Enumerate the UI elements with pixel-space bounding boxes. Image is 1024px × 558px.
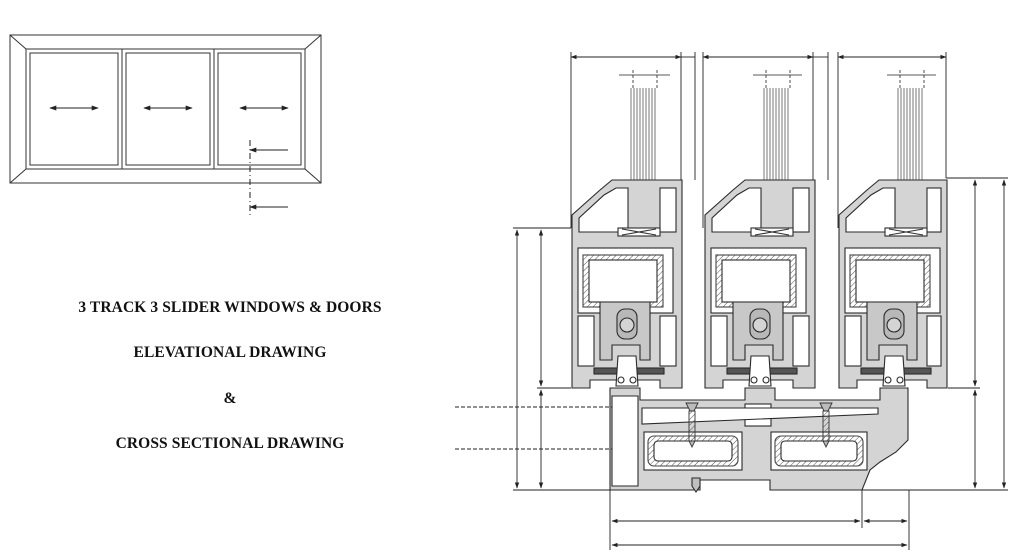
bottom-dimension-lines: [609, 490, 910, 550]
caption-title: 3 TRACK 3 SLIDER WINDOWS & DOORS: [78, 299, 382, 316]
sash-profile-1: [571, 179, 683, 389]
elevation-outer-frame: [9, 34, 322, 184]
sash-profile-2: [704, 179, 816, 389]
elevation-inner-frame: [25, 48, 306, 170]
sash-profile-3: [838, 179, 948, 389]
left-dimension-lines: [455, 227, 612, 491]
elevation-panel-2: [121, 48, 215, 170]
caption-ampersand: &: [223, 390, 237, 407]
caption-cross-sectional: CROSS SECTIONAL DRAWING: [115, 435, 345, 452]
right-dimension-lines: [862, 177, 1008, 491]
cross-section-drawing: [455, 52, 1008, 550]
elevation-drawing: [9, 34, 322, 215]
section-cut-marker: [249, 140, 288, 215]
elevation-panel-1: [25, 48, 123, 170]
glass-dimension-ticks: [619, 70, 936, 88]
screw-icon: [819, 402, 833, 449]
bottom-frame-profile: [609, 387, 909, 493]
top-dimension-lines: [570, 52, 947, 228]
screw-icon: [685, 402, 699, 449]
elevation-panel-3: [213, 48, 306, 170]
caption-elevational: ELEVATIONAL DRAWING: [133, 344, 327, 361]
